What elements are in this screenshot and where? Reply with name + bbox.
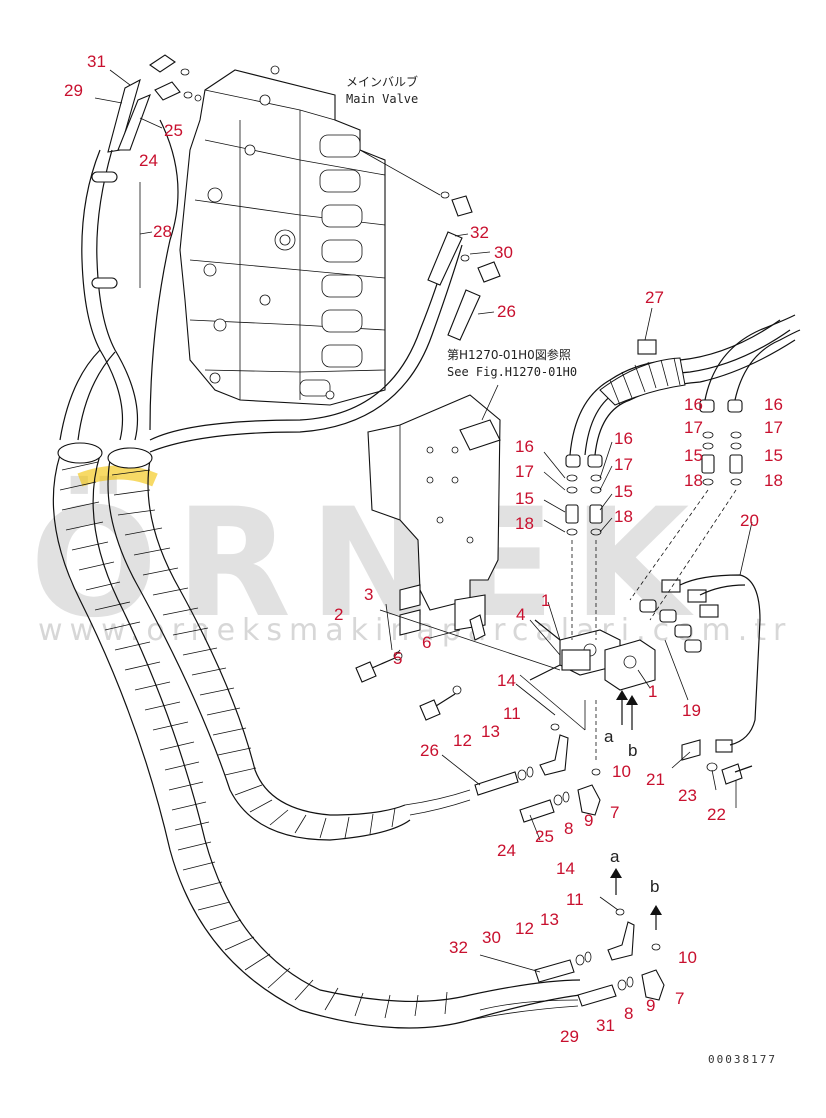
callout-17: 17: [614, 455, 633, 474]
callout-15: 15: [515, 489, 534, 508]
callout-15: 15: [684, 446, 703, 465]
callout-31: 31: [596, 1016, 615, 1035]
callout-29: 29: [560, 1027, 579, 1046]
callout-21: 21: [646, 770, 665, 789]
callouts: 31 29 25 24 28 32 30 26 27 16 17 15 18 1…: [64, 52, 783, 1046]
flow-label-b: b: [650, 877, 659, 896]
callout-16: 16: [684, 395, 703, 414]
callout-9: 9: [646, 996, 655, 1015]
flow-labels: a b a b: [604, 727, 659, 896]
flow-arrows: [610, 690, 662, 930]
callout-4: 4: [516, 605, 525, 624]
callout-26: 26: [420, 741, 439, 760]
callout-10: 10: [678, 948, 697, 967]
screws: [355, 609, 586, 731]
callout-14: 14: [497, 671, 516, 690]
callout-12: 12: [515, 919, 534, 938]
lower-fittings-2: [469, 908, 665, 1021]
callout-2: 2: [334, 605, 343, 624]
callout-15: 15: [614, 482, 633, 501]
callout-14: 14: [556, 859, 575, 878]
leader-lines: [94, 69, 753, 973]
flow-label-a: a: [604, 727, 614, 746]
callout-32: 32: [449, 938, 468, 957]
callout-7: 7: [675, 989, 684, 1008]
callout-13: 13: [540, 910, 559, 929]
callout-15: 15: [764, 446, 783, 465]
main-valve: [179, 65, 386, 406]
callout-31: 31: [87, 52, 106, 71]
callout-10: 10: [612, 762, 631, 781]
callout-7: 7: [610, 803, 619, 822]
callout-19: 19: [682, 701, 701, 720]
callout-25: 25: [535, 827, 554, 846]
title-en: Main Valve: [346, 92, 418, 106]
callout-17: 17: [515, 462, 534, 481]
fittings-top-left: [149, 54, 202, 102]
pilot-hose-upper: [59, 119, 463, 453]
callout-32: 32: [470, 223, 489, 242]
callout-1: 1: [541, 591, 550, 610]
callout-22: 22: [707, 805, 726, 824]
callout-18: 18: [614, 507, 633, 526]
callout-16: 16: [764, 395, 783, 414]
callout-8: 8: [624, 1004, 633, 1023]
reference-jp: 第H1270-01H0図参照: [447, 347, 571, 362]
callout-24: 24: [139, 151, 158, 170]
callout-11: 11: [566, 890, 584, 909]
callout-29: 29: [64, 81, 83, 100]
callout-18: 18: [764, 471, 783, 490]
flow-label-a: a: [610, 847, 620, 866]
callout-8: 8: [564, 819, 573, 838]
callout-9: 9: [584, 811, 593, 830]
callout-11: 11: [503, 704, 521, 723]
callout-17: 17: [684, 418, 703, 437]
callout-3: 3: [364, 585, 373, 604]
callout-30: 30: [482, 928, 501, 947]
callout-23: 23: [678, 786, 697, 805]
hoses-right: [565, 314, 801, 468]
callout-20: 20: [740, 511, 759, 530]
callout-12: 12: [453, 731, 472, 750]
callout-18: 18: [684, 471, 703, 490]
callout-24: 24: [497, 841, 516, 860]
callout-5: 5: [393, 649, 402, 668]
spiral-hoses: [52, 442, 581, 1029]
callout-28: 28: [153, 222, 172, 241]
callout-16: 16: [515, 437, 534, 456]
callout-17: 17: [764, 418, 783, 437]
callout-30: 30: [494, 243, 513, 262]
callout-13: 13: [481, 722, 500, 741]
reference-en: See Fig.H1270-01H0: [447, 365, 577, 379]
fittings-column: [565, 431, 743, 760]
drawing-number: 00038177: [708, 1053, 777, 1066]
callout-1: 1: [648, 682, 657, 701]
title-jp: メインバルブ: [346, 74, 418, 89]
hose-set-left: [81, 78, 151, 441]
bracket: [367, 394, 501, 636]
callout-6: 6: [422, 633, 431, 652]
callout-16: 16: [614, 429, 633, 448]
solenoid-valves: [529, 574, 761, 753]
lower-fittings-1: [404, 723, 601, 823]
callout-26: 26: [497, 302, 516, 321]
watermark-accent-icon: [77, 465, 158, 487]
flow-label-b: b: [628, 741, 637, 760]
callout-25: 25: [164, 121, 183, 140]
callout-18: 18: [515, 514, 534, 533]
callout-27: 27: [645, 288, 664, 307]
